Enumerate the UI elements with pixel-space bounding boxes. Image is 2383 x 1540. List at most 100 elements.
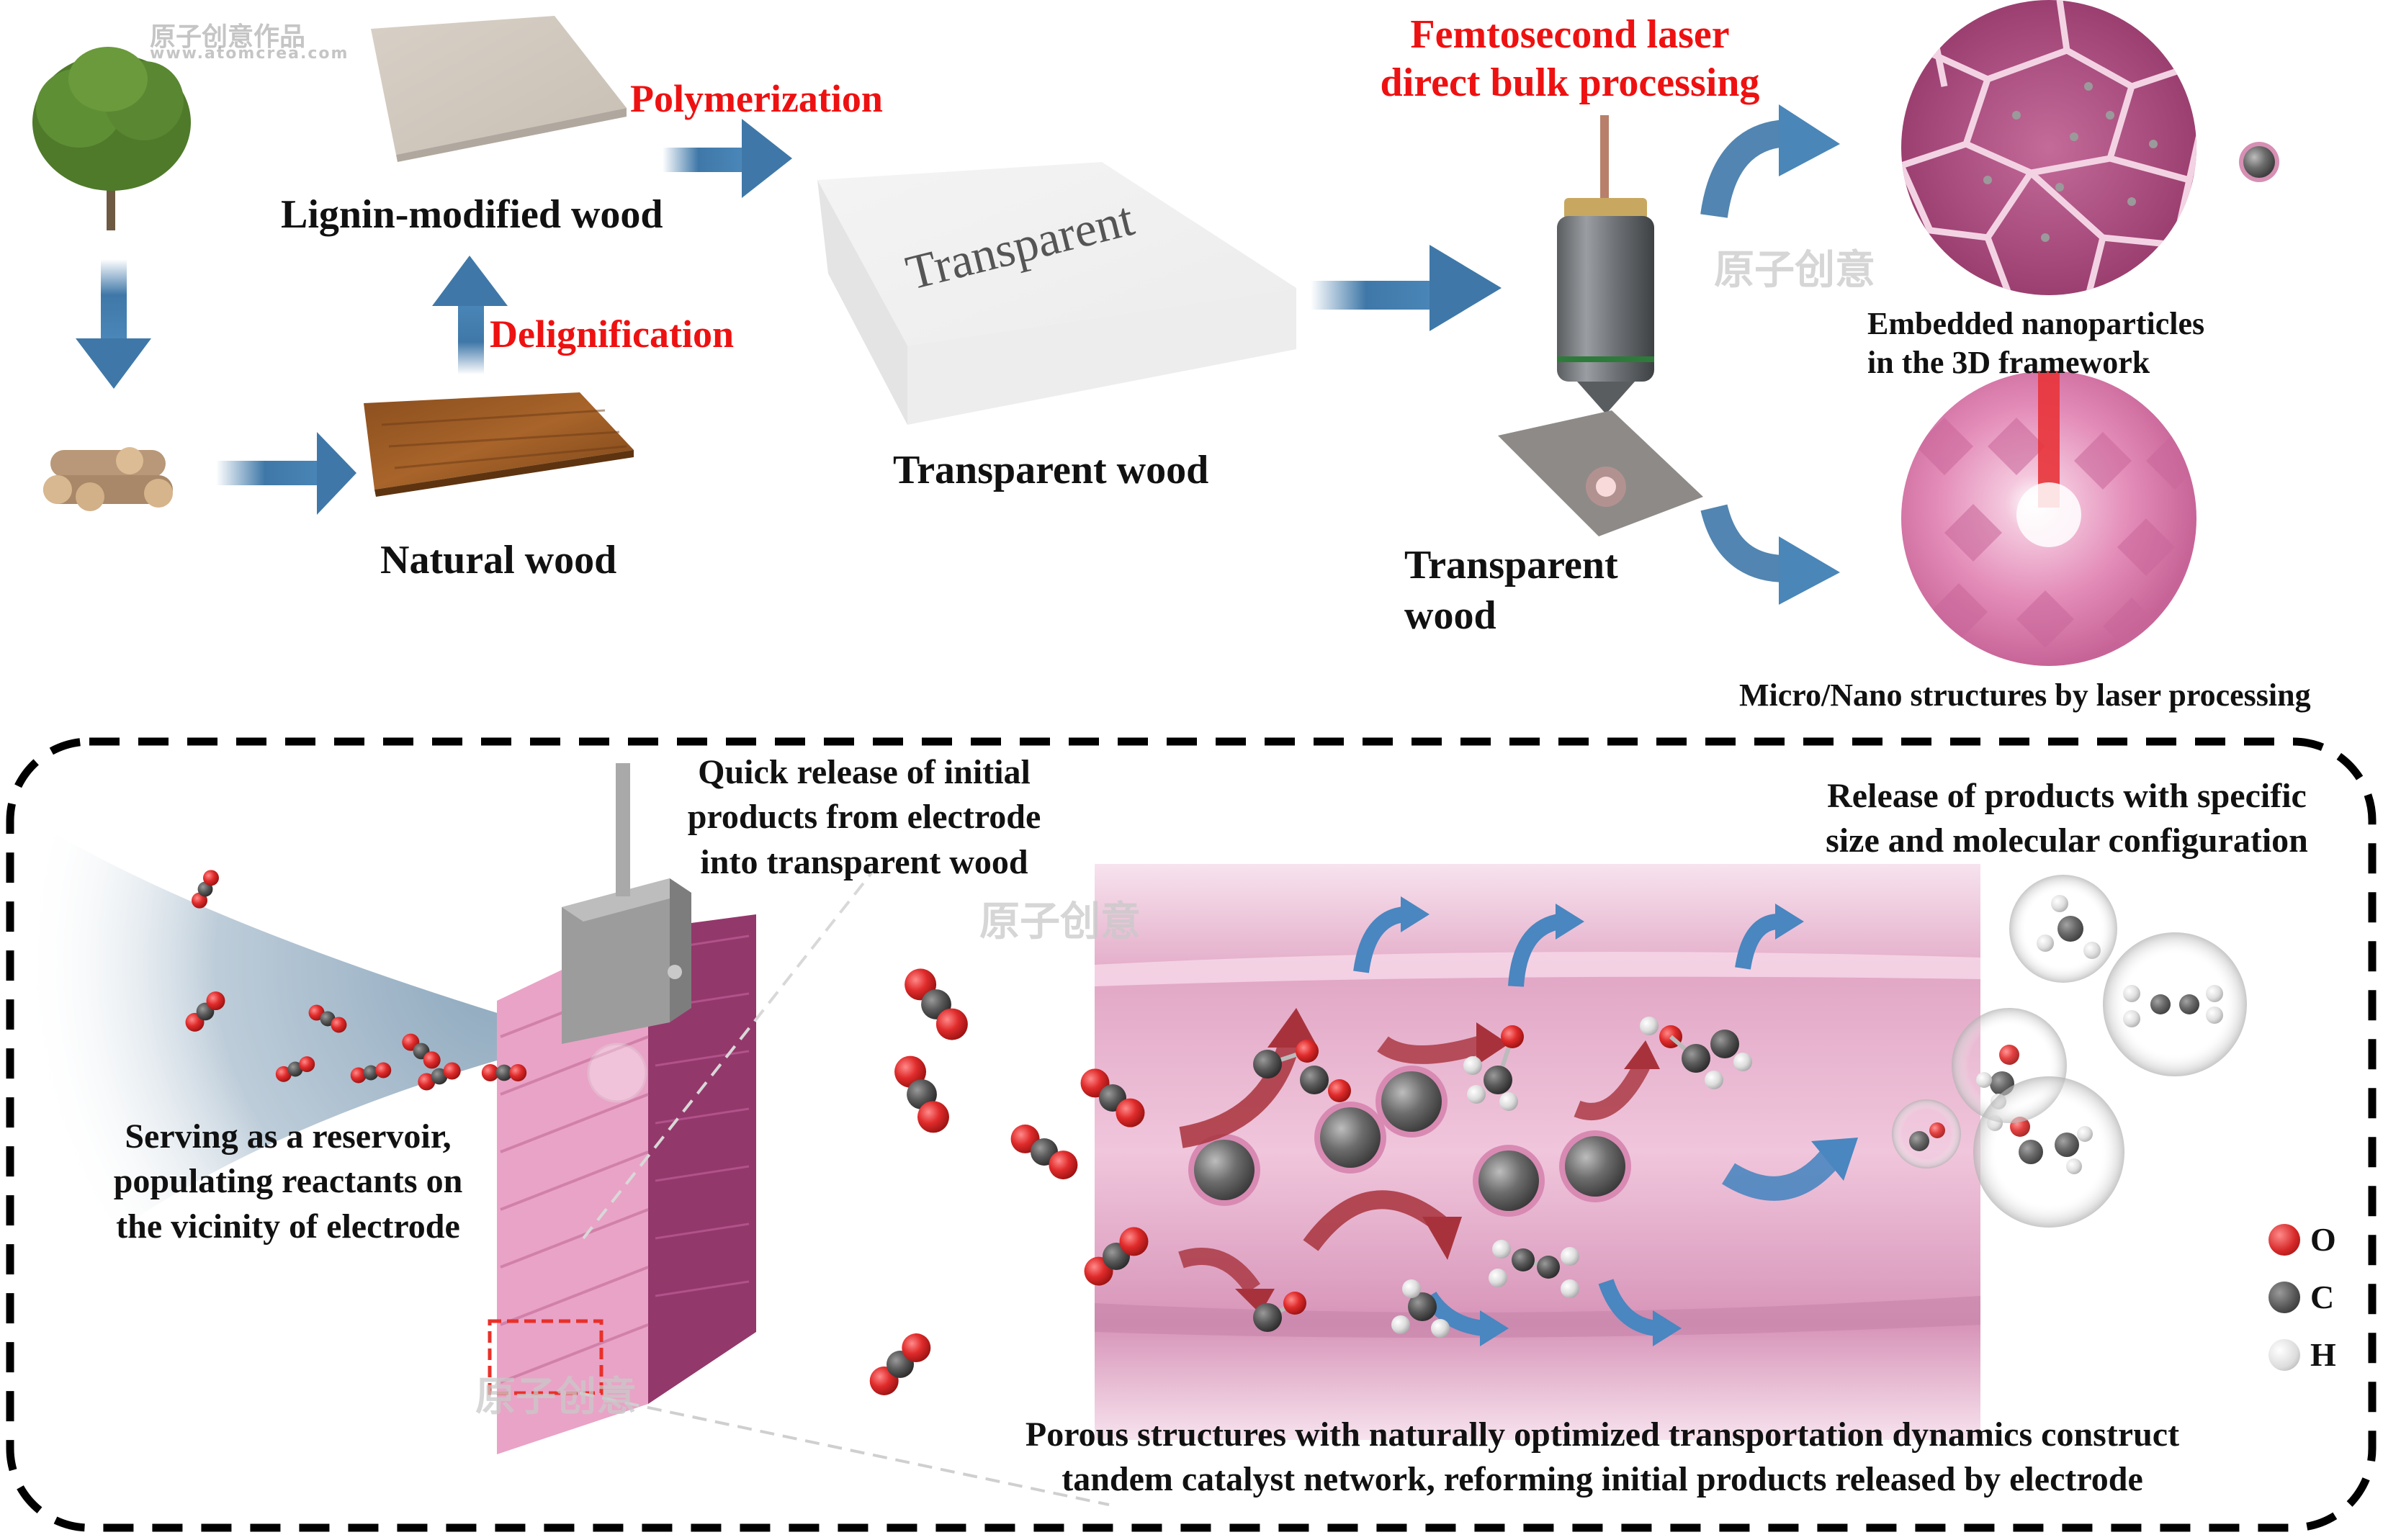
arrow-right-icon [1311, 245, 1502, 331]
nanoparticle-icon [2239, 142, 2279, 182]
quick-release-line-1: Quick release of initial [698, 753, 1031, 791]
carbon-atom [495, 1064, 513, 1081]
zoom-guide-line [579, 1392, 1110, 1506]
carbon-atom [363, 1065, 379, 1081]
oxygen-atom [1049, 1151, 1078, 1180]
curved-arrow-up-icon [1700, 104, 1840, 218]
hydrogen-atom [1391, 1315, 1410, 1334]
release-line-2: size and molecular configuration [1826, 821, 2308, 860]
carbon-atom [1408, 1292, 1437, 1321]
oxygen-atom [423, 1051, 441, 1069]
oxygen-atom [350, 1067, 367, 1084]
laser-tw-line-2: wood [1404, 593, 1496, 638]
quick-release-line-3: into transparent wood [700, 842, 1028, 881]
hydrogen-atom [1463, 1056, 1482, 1075]
label-embedded-nanoparticles: Embedded nanoparticles in the 3D framewo… [1867, 305, 2204, 382]
label-porous-structures: Porous structures with naturally optimiz… [900, 1413, 2305, 1503]
hydrogen-atom [1640, 1017, 1659, 1035]
oxygen-atom [902, 1333, 931, 1363]
carbon-atom [1484, 1066, 1512, 1094]
label-transparent-wood: Transparent wood [893, 448, 1209, 492]
oxygen-atom [299, 1056, 315, 1073]
watermark-mark: 原子创意 [1714, 247, 1875, 294]
oxygen-atom [1119, 1227, 1149, 1256]
hydrogen-atom [1402, 1279, 1421, 1298]
label-transparent-wood-laser: Transparent wood [1404, 540, 1618, 641]
release-arrows [1353, 896, 1858, 1346]
natural-wood-board [364, 392, 634, 497]
hydrogen-atom [1705, 1071, 1723, 1089]
carbon-atom [1537, 1256, 1560, 1279]
arrow-up-icon [432, 256, 508, 374]
oxygen-atom [894, 1055, 927, 1088]
fan-cutout [338, 756, 504, 1008]
legend-label: H [2310, 1336, 2336, 1373]
hydrogen-atom [1561, 1247, 1579, 1266]
reservoir-line-2: populating reactants on [113, 1162, 463, 1201]
label-quick-release: Quick release of initial products from e… [648, 750, 1080, 885]
release-line-1: Release of products with specific [1827, 777, 2307, 815]
arrow-down-icon [76, 259, 151, 389]
oxygen-atom [206, 991, 225, 1011]
hydrogen-atom [1492, 1240, 1511, 1258]
oxygen-atom [192, 892, 208, 909]
laser-tw-line-1: Transparent [1404, 543, 1618, 587]
laser-objective-icon [1557, 115, 1654, 479]
label-release-products: Release of products with specific size a… [1779, 774, 2355, 864]
micro-nano-structure-circle [1901, 371, 2196, 666]
oxygen-atom [331, 1017, 347, 1033]
carbon-atom [431, 1068, 448, 1085]
legend-item-carbon: C [2268, 1278, 2334, 1316]
hydrogen-atom [1733, 1053, 1752, 1071]
oxygen-atom [275, 1066, 292, 1082]
oxygen-atom [418, 1073, 436, 1091]
reservoir-fan [22, 814, 504, 1310]
oxygen-atom [1116, 1098, 1145, 1127]
watermark-url: www.atomcrea.com [150, 45, 349, 63]
carbon-atom [1253, 1050, 1282, 1079]
porous-line-2: tandem catalyst network, reforming initi… [1062, 1460, 2143, 1499]
dashed-panel-border [6, 737, 2377, 1532]
watermark-mark: 原子创意 [475, 1374, 637, 1420]
curved-arrow-down-icon [1700, 504, 1840, 605]
hydrogen-atom [1561, 1279, 1579, 1298]
transparent-wood-block [817, 162, 1296, 425]
oxygen-atom [935, 1008, 968, 1040]
lignin-modified-wood-board [371, 16, 627, 162]
porous-line-1: Porous structures with naturally optimiz… [1025, 1415, 2180, 1454]
watermark-brand: 原子创意作品 [150, 22, 306, 52]
process-femtosecond-laser: Femtosecond laser direct bulk processing [1354, 11, 1786, 107]
oxygen-atom [375, 1062, 392, 1079]
legend-label: O [2310, 1221, 2336, 1258]
oxygen-atom [1283, 1292, 1306, 1315]
legend-label: C [2310, 1279, 2335, 1315]
hydrogen-atom [1489, 1269, 1507, 1287]
label-micro-nano-structures: Micro/Nano structures by laser processin… [1739, 677, 2311, 713]
legend-item-oxygen: O [2268, 1220, 2336, 1258]
carbon-atom [1253, 1303, 1282, 1332]
tree-icon [32, 47, 191, 230]
oxygen-atom [1501, 1025, 1524, 1048]
laser-line-2: direct bulk processing [1380, 60, 1760, 106]
embedded-line-2: in the 3D framework [1867, 344, 2150, 380]
hydrogen-atom [1467, 1085, 1486, 1104]
carbon-atom [1710, 1030, 1739, 1058]
label-natural-wood: Natural wood [380, 538, 617, 582]
oxygen-atom [509, 1064, 527, 1081]
label-lignin-modified-wood: Lignin-modified wood [281, 192, 663, 237]
molecules [185, 870, 2223, 1395]
arrow-right-icon [663, 119, 792, 198]
oxygen-atom [1328, 1079, 1351, 1102]
carbon-atom-icon [2268, 1281, 2300, 1313]
oxygen-atom [443, 1062, 461, 1080]
nanoparticle-framework-circle [1901, 0, 2196, 295]
oxygen-atom [1296, 1040, 1319, 1063]
quick-release-line-2: products from electrode [687, 798, 1041, 837]
product-bubbles [1892, 875, 2247, 1228]
logs-icon [43, 447, 173, 511]
catalyst-spheres [1188, 1066, 1631, 1217]
carbon-atom [1300, 1066, 1329, 1094]
carbon-atom [1512, 1248, 1535, 1271]
reaction-arrows [1178, 1008, 1660, 1314]
